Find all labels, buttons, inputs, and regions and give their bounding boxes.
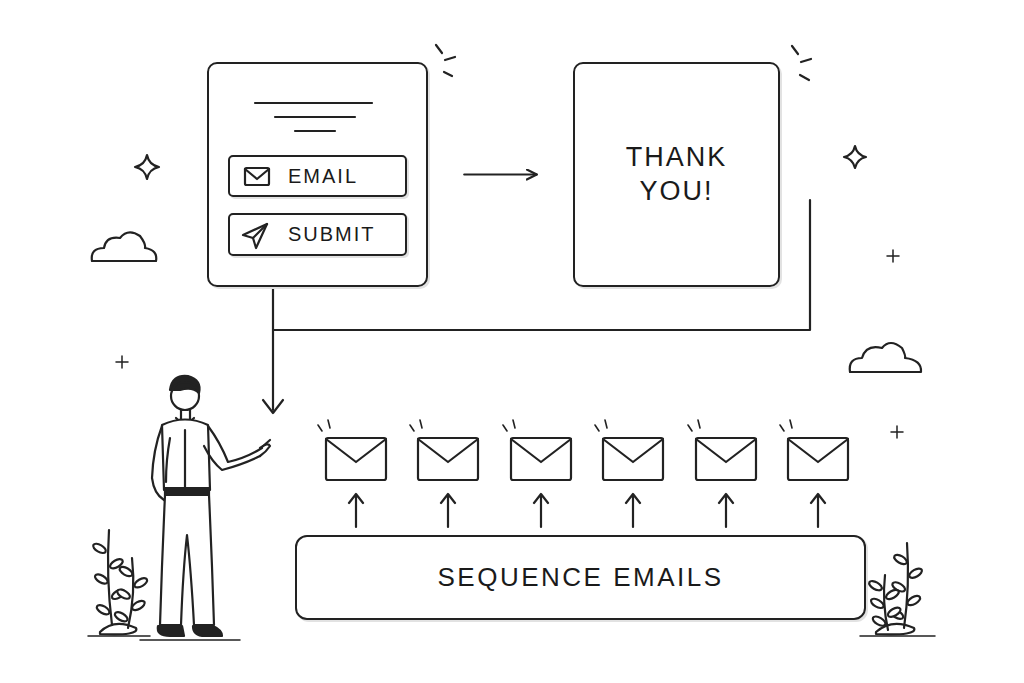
envelope-icon [245,168,269,185]
input-field: EMAIL [228,155,407,197]
box-label: THANK YOU! [612,141,742,209]
form-title-lines [255,103,372,131]
process-box: SEQUENCE EMAILS [295,535,866,620]
clouds [92,232,921,372]
envelope [780,420,848,527]
email-envelopes [318,420,848,527]
person-figure [140,376,270,640]
envelope [503,420,571,527]
sparkles [116,146,903,438]
flow-arrow [464,173,537,175]
envelope [410,420,478,527]
form-box: EMAIL SUBMIT [207,62,428,287]
box-label: EMAIL [288,164,358,189]
box-label: SEQUENCE EMAILS [437,561,723,594]
flow-line [263,200,810,413]
envelope [595,420,663,527]
box-label: SUBMIT [288,222,376,247]
plants [88,530,935,636]
plant [868,575,902,630]
plant [92,530,126,625]
submit-button: SUBMIT [228,213,407,256]
process-box: THANK YOU! [573,62,780,287]
envelope [318,420,386,527]
plant [113,558,148,628]
send-icon [243,224,267,248]
envelope [688,420,756,527]
